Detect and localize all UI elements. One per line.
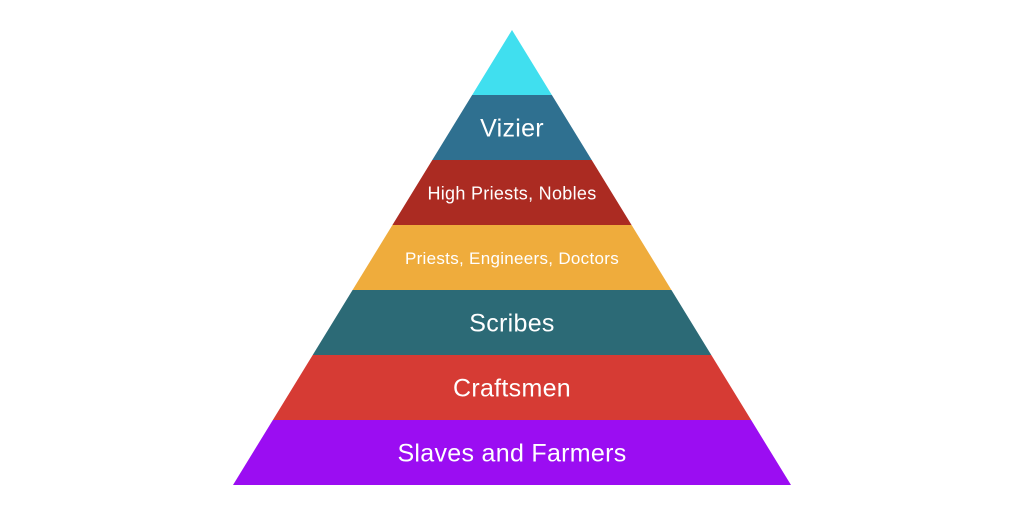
tier-label-priests-engineers-doctors: Priests, Engineers, Doctors <box>405 249 619 268</box>
tier-shape-vizier <box>432 95 592 160</box>
tier-shape-apex <box>472 30 552 95</box>
tier-label-slaves-farmers: Slaves and Farmers <box>397 440 626 468</box>
tier-label-vizier: Vizier <box>480 115 544 143</box>
tier-label-high-priests-nobles: High Priests, Nobles <box>427 184 596 204</box>
tier-shape-high-priests-nobles <box>392 160 632 225</box>
tier-shape-priests-engineers-doctors <box>352 225 672 290</box>
tier-label-craftsmen: Craftsmen <box>453 375 571 403</box>
tier-shape-craftsmen <box>272 355 752 420</box>
tier-shape-slaves-farmers <box>233 420 791 485</box>
tier-shape-scribes <box>312 290 712 355</box>
tier-label-scribes: Scribes <box>469 310 554 338</box>
